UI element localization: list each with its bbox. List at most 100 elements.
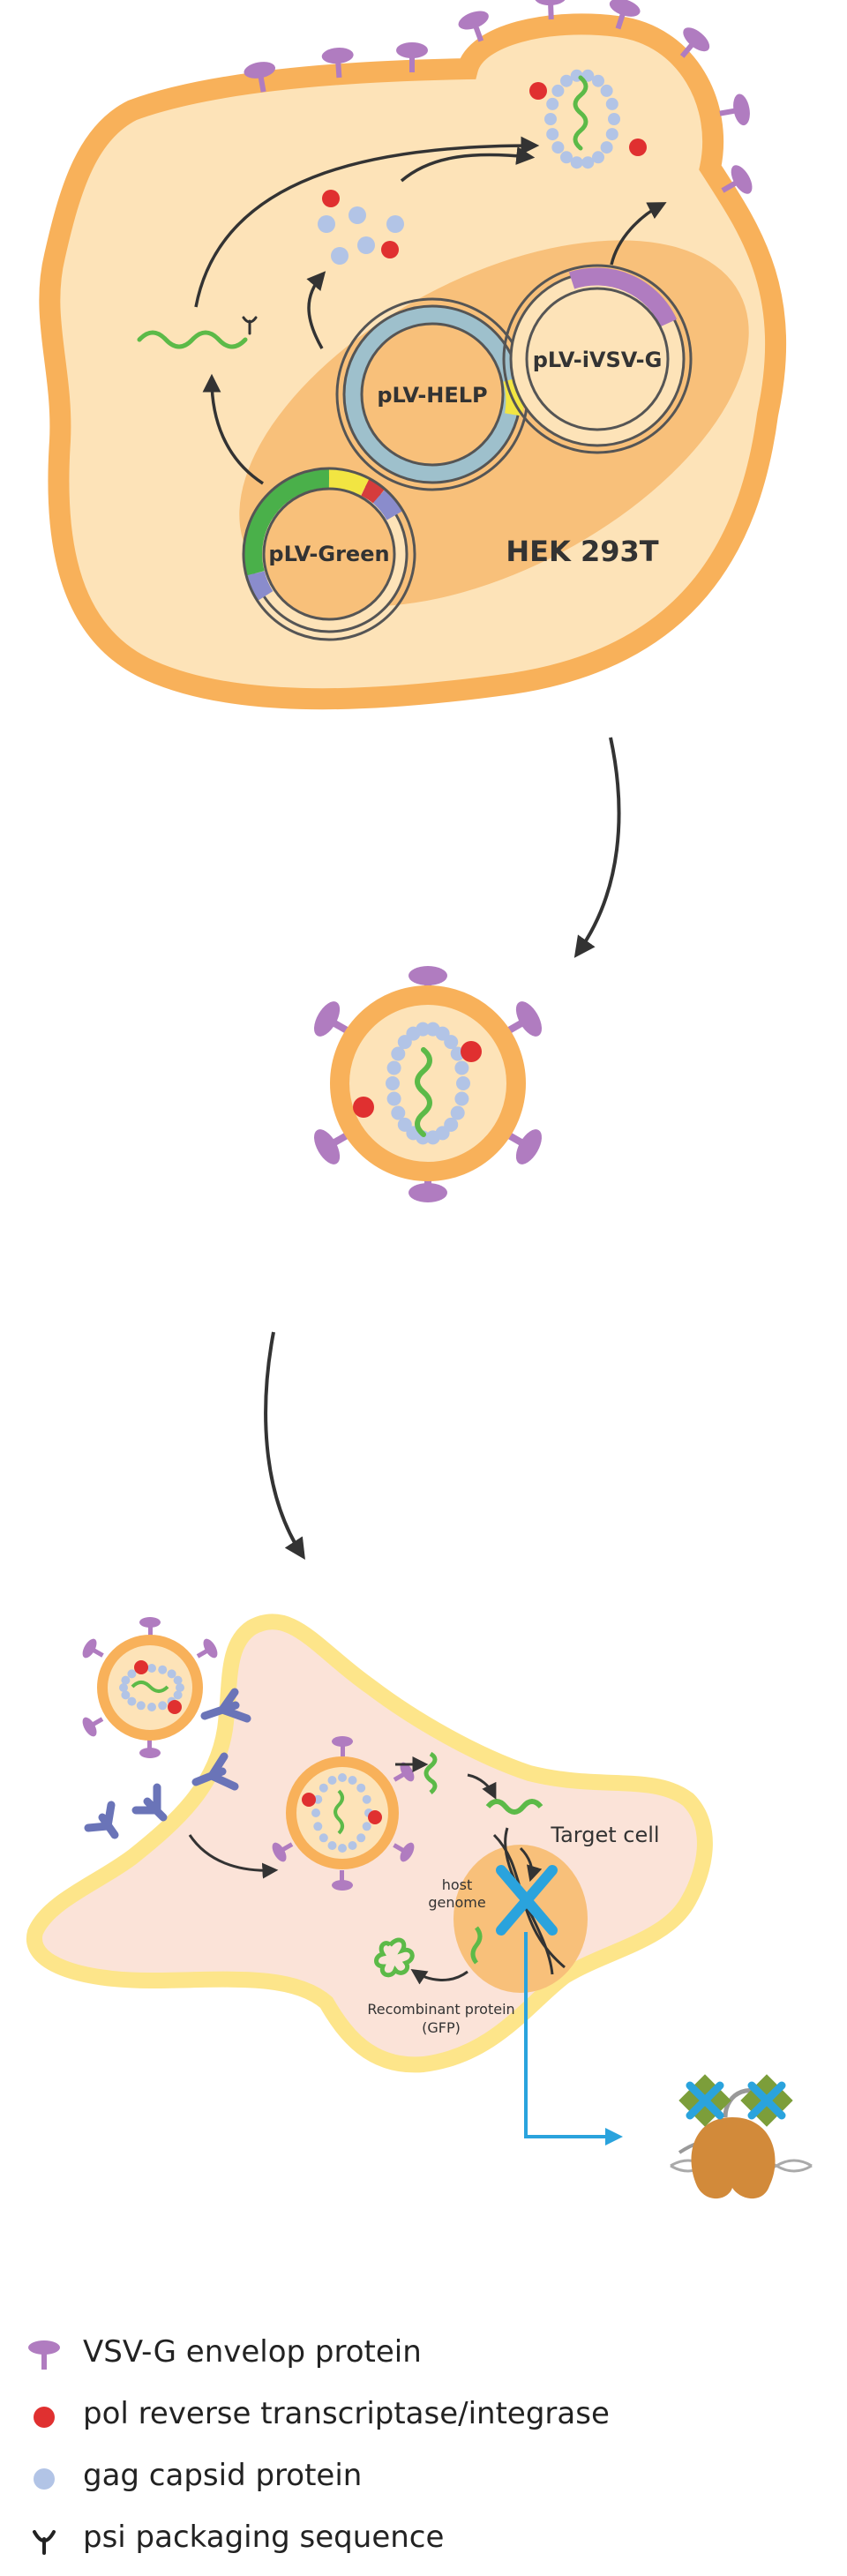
attaching-virion: [82, 1617, 218, 1758]
gag-dot-icon: [386, 1060, 401, 1075]
gag-dot-icon: [605, 128, 618, 141]
legend-item-pol: pol reverse transcriptase/integrase: [26, 2391, 821, 2452]
gag-dot-icon: [416, 1022, 431, 1037]
plasmid-label-help: pLV-HELP: [377, 383, 487, 408]
target-cell: Target cell host genome Recombinant prot…: [26, 1614, 713, 2145]
gag-dot-icon: [348, 1776, 357, 1785]
receptor-icon: [131, 1783, 168, 1822]
viral-rna-icon: [137, 330, 248, 349]
gag-dot-icon: [313, 1794, 323, 1804]
gag-dot-icon: [560, 74, 573, 87]
target-nucleus: [453, 1845, 588, 1993]
plasmid-pLV-HELP: pLV-HELP: [335, 297, 529, 491]
gag-dot-icon: [600, 84, 613, 97]
producer-cell: pLV-Green pLV-HELP pLV-iVSV-G HEK 293T: [39, 0, 787, 710]
vsvg-envelope-icon: [534, 0, 566, 20]
arrow-to-knockout: [524, 1932, 623, 2145]
gag-dot-icon: [327, 1776, 337, 1785]
arrow-rna-to-virion: [194, 136, 540, 308]
gag-dot-icon: [147, 1664, 156, 1673]
pol-dot-icon: [368, 1810, 382, 1824]
legend-label-vsvg: VSV-G envelop protein: [83, 2334, 422, 2370]
gag-dot-icon: [34, 2468, 55, 2490]
gag-dot-icon: [454, 1060, 469, 1075]
vsvg-envelope-icon: [393, 1842, 415, 1862]
gag-dot-icon: [313, 1822, 323, 1831]
gag-dot-icon: [605, 97, 618, 110]
gag-dot-icon: [362, 1822, 371, 1831]
gag-dot-icon: [121, 1675, 131, 1685]
receptor-icon: [200, 1688, 251, 1723]
gag-dot-icon: [331, 247, 349, 265]
gag-dot-icon: [136, 1701, 146, 1711]
recombinant-protein-label-line2: (GFP): [422, 2019, 461, 2036]
gag-dot-icon: [570, 156, 583, 169]
psi-icon: [33, 2530, 56, 2555]
lentiviral-particle: [314, 966, 542, 1202]
receptor-icon: [191, 1752, 239, 1791]
gag-dot-icon: [454, 1091, 469, 1106]
gag-dot-icon: [356, 1833, 366, 1843]
budding-virion: [529, 69, 647, 169]
gag-dot-icon: [608, 113, 620, 125]
gag-dot-icon: [544, 113, 557, 125]
target-cell-label: Target cell: [550, 1823, 659, 1847]
recombinant-protein-label-line1: Recombinant protein: [367, 2001, 514, 2018]
gag-dot-icon: [319, 1833, 328, 1843]
gag-dot-icon: [600, 141, 613, 154]
viral-rna-icon: [334, 1789, 344, 1835]
gag-dot-icon: [147, 1703, 156, 1711]
vsvg-envelope-icon: [82, 1638, 104, 1659]
gag-dot-icon: [391, 1046, 406, 1061]
target-arrows: [188, 1756, 543, 1985]
gag-dot-icon: [386, 215, 404, 233]
gag-capsid-ring: [311, 1773, 373, 1853]
arrow-to-target: [264, 1331, 305, 1561]
legend-item-psi: psi packaging sequence: [26, 2514, 821, 2576]
gag-dot-icon: [592, 151, 604, 164]
viral-rna-icon: [485, 1799, 543, 1815]
arrow-help-to-proteins: [306, 271, 326, 349]
gag-dot-icon: [362, 1794, 371, 1804]
free-proteins: [318, 190, 404, 265]
gag-dot-icon: [551, 84, 565, 97]
vsvg-envelope-icon: [139, 1738, 161, 1758]
arrow-to-virion: [573, 737, 621, 958]
viral-rna-icon: [415, 1047, 432, 1137]
producer-arrows: [194, 136, 667, 485]
pol-dot-icon: [302, 1793, 316, 1807]
gag-dot-icon: [356, 1783, 366, 1793]
gag-dot-icon: [173, 1675, 183, 1685]
gag-dot-icon: [158, 1701, 168, 1711]
viral-rna-icon: [573, 75, 588, 151]
vsvg-envelope-icon: [721, 165, 753, 194]
pol-dot-icon: [529, 82, 547, 100]
vsvg-envelope-icon: [393, 1762, 415, 1782]
gag-dot-icon: [127, 1696, 137, 1706]
pol-dot-icon: [134, 1660, 148, 1674]
host-genome-label-line1: host: [442, 1876, 473, 1893]
gfp-protein-icon: [374, 1937, 415, 1978]
pol-dot-icon: [168, 1700, 182, 1714]
vsvg-envelope-icon: [609, 0, 641, 30]
legend-label-psi: psi packaging sequence: [83, 2520, 445, 2555]
virion-envelope: [330, 985, 526, 1181]
pol-dot-icon: [353, 1097, 374, 1118]
vsvg-envelope-icon: [396, 42, 428, 72]
vsvg-envelope-icon: [28, 2340, 60, 2370]
vsvg-envelope-icon: [332, 1736, 353, 1756]
gag-dot-icon: [121, 1690, 131, 1700]
gag-capsid-ring: [386, 1022, 470, 1145]
gag-dot-icon: [327, 1841, 337, 1850]
vsvg-envelope-icon: [272, 1842, 294, 1862]
membrane-vsvg-spikes: [244, 0, 753, 194]
gag-dot-icon: [551, 141, 565, 154]
plasmid-label-green: pLV-Green: [268, 542, 389, 566]
gag-dot-icon: [348, 1841, 357, 1850]
viral-rna-icon: [424, 1751, 438, 1794]
gag-dot-icon: [546, 97, 559, 110]
gag-dot-icon: [127, 1669, 137, 1679]
gag-dot-icon: [357, 236, 375, 254]
vsvg-envelope-icon: [719, 94, 750, 126]
